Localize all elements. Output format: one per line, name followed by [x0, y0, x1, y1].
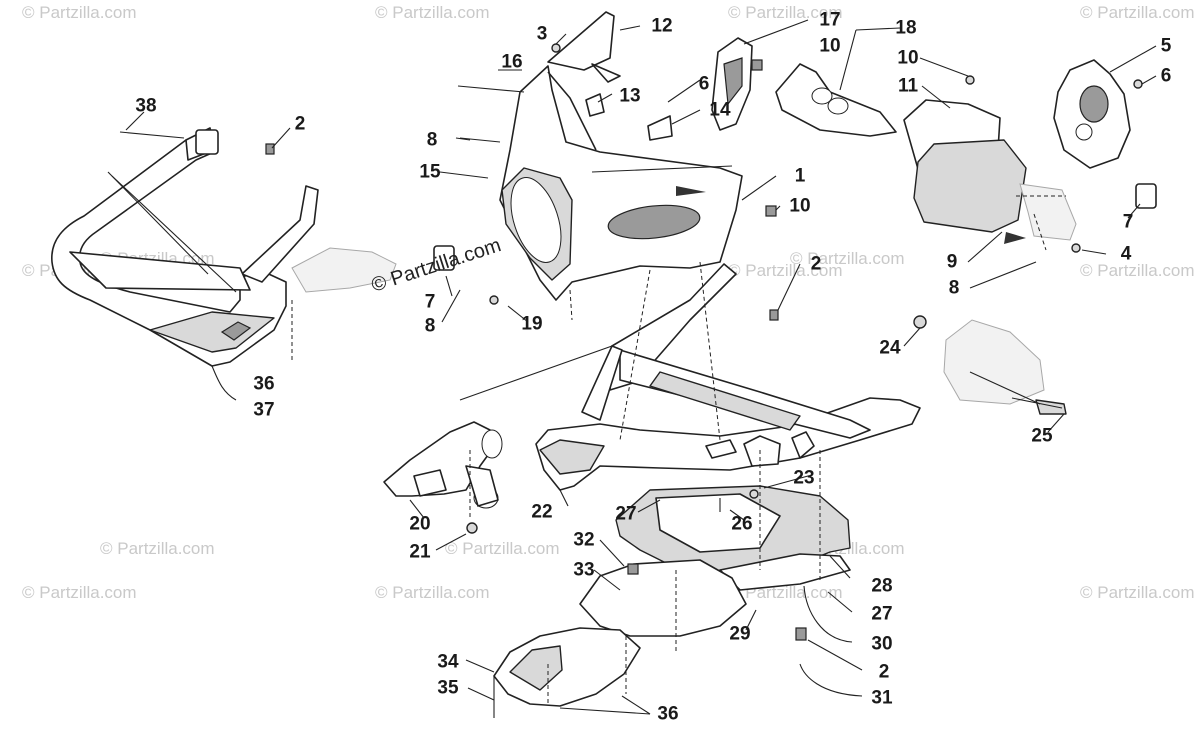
assembly-lines [291, 195, 1066, 706]
front-bumper [51, 127, 397, 401]
callout-label: 8 [425, 316, 436, 337]
callout-label: 21 [409, 542, 431, 563]
lower-plate [579, 559, 747, 637]
front-bulkhead [499, 11, 743, 301]
watermark: © Partzilla.com [445, 539, 560, 558]
callout-label: 24 [879, 338, 901, 359]
mounting-plate [775, 63, 897, 137]
callout-labels: 1 2 2 2 3 4 5 6 6 7 7 8 8 8 9 10 10 10 1… [135, 10, 1171, 725]
watermark: © Partzilla.com [1080, 261, 1195, 280]
callout-label: 30 [871, 634, 892, 655]
watermark: © Partzilla.com [22, 583, 137, 602]
watermark: © Partzilla.com [22, 3, 137, 22]
watermark: © Partzilla.com [1080, 583, 1195, 602]
callout-label: 35 [437, 678, 459, 699]
callout-label: 31 [871, 688, 893, 709]
watermark-layer: © Partzilla.com © Partzilla.com © Partzi… [22, 3, 1195, 602]
hood-latch [711, 37, 753, 131]
main-frame [535, 263, 921, 491]
callout-label: 27 [615, 504, 636, 525]
callout-label: 2 [295, 114, 306, 135]
callout-label: 37 [253, 400, 274, 421]
lower-bracket [493, 627, 641, 707]
callout-label: 36 [657, 704, 678, 725]
callout-label: 27 [871, 604, 892, 625]
callout-label: 32 [573, 530, 594, 551]
watermark: © Partzilla.com [790, 249, 905, 268]
callout-label: 2 [811, 254, 822, 275]
watermark: © Partzilla.com [1080, 3, 1195, 22]
callout-label: 22 [531, 502, 552, 523]
callout-label: 16 [501, 52, 522, 73]
callout-label: 11 [898, 76, 919, 97]
callout-label: 7 [425, 292, 436, 313]
leader-lines [125, 19, 1157, 715]
callout-label: 8 [949, 278, 960, 299]
callout-label: 9 [947, 252, 958, 273]
callout-label: 17 [819, 10, 840, 31]
watermark: © Partzilla.com [375, 583, 490, 602]
callout-label: 29 [729, 624, 750, 645]
callout-label: 28 [871, 576, 892, 597]
callout-label: 19 [521, 314, 542, 335]
callout-label: 1 [795, 166, 806, 187]
callout-label: 36 [253, 374, 274, 395]
callout-label: 6 [699, 74, 710, 95]
callout-label: 10 [897, 48, 918, 69]
side-mount [383, 421, 503, 509]
watermark: © Partzilla.com [728, 3, 843, 22]
skid-plate [615, 485, 851, 591]
callout-label: 10 [789, 196, 810, 217]
watermark: © Partzilla.com [100, 539, 215, 558]
callout-label: 7 [1123, 212, 1134, 233]
callout-label: 12 [651, 16, 672, 37]
callout-label: 23 [793, 468, 814, 489]
callout-label: 13 [619, 86, 640, 107]
callout-label: 8 [427, 130, 438, 151]
callout-label: 38 [135, 96, 156, 117]
watermark: © Partzilla.com [728, 261, 843, 280]
callout-label: 26 [731, 514, 752, 535]
hardware [119, 43, 1157, 718]
watermark: © Partzilla.com [375, 3, 490, 22]
callout-label: 2 [879, 662, 890, 683]
callout-label: 25 [1031, 426, 1053, 447]
electrical-box [903, 99, 1077, 244]
callout-label: 10 [819, 36, 840, 57]
callout-label: 5 [1161, 36, 1172, 57]
callout-label: 15 [419, 162, 441, 183]
callout-label: 4 [1121, 244, 1132, 265]
callout-label: 14 [709, 100, 731, 121]
callout-label: 18 [895, 18, 916, 39]
callout-label: 34 [437, 652, 459, 673]
callout-label: 20 [409, 514, 430, 535]
callout-label: 6 [1161, 66, 1172, 87]
callout-label: 33 [573, 560, 594, 581]
callout-label: 3 [537, 24, 548, 45]
rear-mount [913, 315, 1067, 415]
steering-bracket [1053, 59, 1131, 169]
